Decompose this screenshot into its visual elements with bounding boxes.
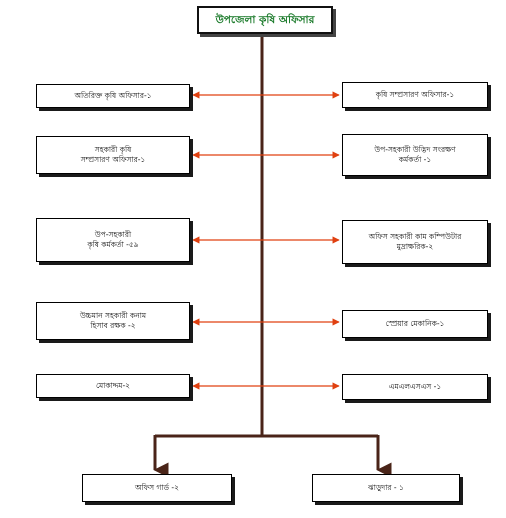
box-sweeper-label: ঝাড়ুদার - ১ <box>368 482 404 492</box>
box-right-2-line-1: উপ-সহকারী উদ্ভিদ সংরক্ষণ <box>374 144 456 154</box>
box-right-1-line-1: কৃষি সম্প্রসারণ অফিসার-১ <box>375 89 455 99</box>
box-right-5-line-1: এমএলএসএস -১ <box>388 381 442 391</box>
box-office-guard-label: অফিস গার্ড -২ <box>134 482 180 492</box>
top-box-label: উপজেলা কৃষি অফিসার <box>215 13 315 26</box>
box-right-4: স্প্রেয়ার মেকানিক-১ <box>342 310 488 338</box>
box-left-4-line-1: উচ্চমান সহকারী কনাম <box>79 310 147 320</box>
box-right-1: কৃষি সম্প্রসারণ অফিসার-১ <box>342 82 488 108</box>
box-sweeper: ঝাড়ুদার - ১ <box>312 474 460 502</box>
box-right-2: উপ-সহকারী উদ্ভিদ সংরক্ষণ কর্মকর্তা -১ <box>342 134 488 176</box>
box-right-2-line-2: কর্মকর্তা -১ <box>398 155 432 164</box>
box-left-2: সহকারী কৃষি সম্প্রসারণ অফিসার-১ <box>36 136 190 174</box>
box-left-1-line-1: অতিরিক্ত কৃষি অফিসার-১ <box>74 90 152 100</box>
box-left-2-line-1: সহকারী কৃষি <box>94 144 132 154</box>
box-right-3-line-2: মুদ্রাক্ষরিক-২ <box>396 242 434 251</box>
box-right-4-line-1: স্প্রেয়ার মেকানিক-১ <box>385 318 445 328</box>
box-left-4-line-2: হিসাব রক্ষক -২ <box>90 321 136 330</box>
box-left-5-line-1: মোকাদ্দম-২ <box>95 380 131 390</box>
box-left-3: উপ-সহকারী কৃষি কর্মকর্তা -৫৯ <box>36 218 190 262</box>
box-left-2-line-2: সম্প্রসারণ অফিসার-১ <box>80 155 146 164</box>
box-right-3-line-1: অফিস সহকারী কাম কম্পিউটার <box>368 231 462 241</box>
box-left-1: অতিরিক্ত কৃষি অফিসার-১ <box>36 84 190 108</box>
box-right-5: এমএলএসএস -১ <box>342 374 488 400</box>
box-left-3-line-2: কৃষি কর্মকর্তা -৫৯ <box>87 240 139 249</box>
box-office-guard: অফিস গার্ড -২ <box>82 474 232 502</box>
box-left-5: মোকাদ্দম-২ <box>36 374 190 398</box>
box-left-4: উচ্চমান সহকারী কনাম হিসাব রক্ষক -২ <box>36 302 190 340</box>
box-upazila-agriculture-officer: উপজেলা কৃষি অফিসার <box>197 6 333 34</box>
box-left-3-line-1: উপ-সহকারী <box>94 229 132 239</box>
box-right-3: অফিস সহকারী কাম কম্পিউটার মুদ্রাক্ষরিক-২ <box>342 220 488 264</box>
